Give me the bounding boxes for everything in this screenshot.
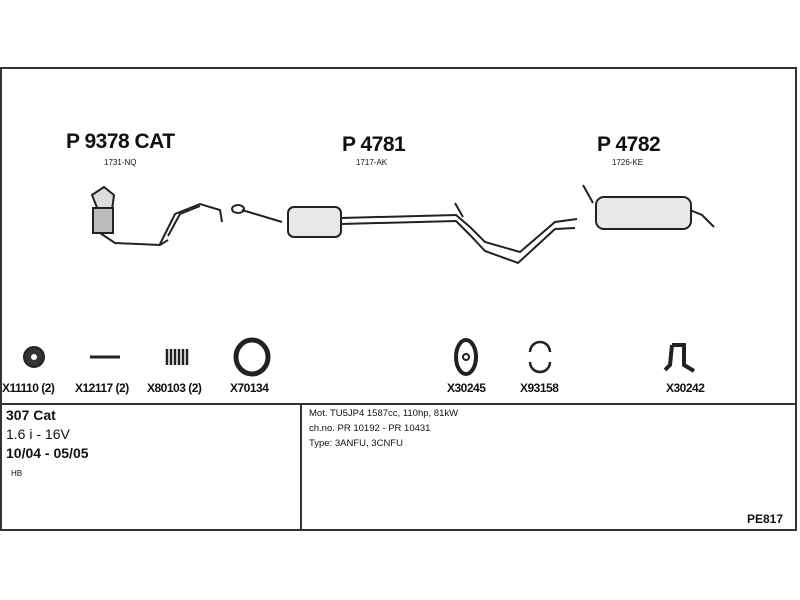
accessory-icons — [23, 337, 696, 377]
vehicle-body: HB — [11, 469, 23, 478]
vehicle-engine: 1.6 i - 16V — [6, 426, 70, 442]
part-number[interactable]: P 4782 — [597, 133, 661, 156]
accessory-label[interactable]: X30242 — [666, 381, 705, 395]
part-code: 1731-NQ — [104, 158, 137, 167]
part-number[interactable]: P 4781 — [342, 133, 406, 156]
accessory-label[interactable]: X70134 — [230, 381, 269, 395]
catalytic-converter-part[interactable] — [90, 185, 223, 247]
accessory-label[interactable]: X80103 (2) — [147, 381, 202, 395]
diagram-frame — [0, 67, 797, 531]
middle-silencer-part[interactable] — [231, 202, 578, 265]
divider — [0, 403, 797, 405]
vehicle-dates: 10/04 - 05/05 — [6, 445, 89, 461]
divider — [300, 403, 302, 531]
diagram-id: PE817 — [747, 512, 784, 526]
part-code: 1717-AK — [356, 158, 388, 167]
motor-spec: Mot. TU5JP4 1587cc, 110hp, 81kW — [309, 408, 459, 419]
accessory-label[interactable]: X93158 — [520, 381, 559, 395]
rear-silencer-part[interactable] — [582, 184, 715, 230]
type-spec: Type: 3ANFU, 3CNFU — [309, 438, 403, 449]
part-code: 1726-KE — [612, 158, 644, 167]
part-number[interactable]: P 9378 CAT — [66, 130, 175, 153]
accessory-label[interactable]: X30245 — [447, 381, 486, 395]
accessory-label[interactable]: X11110 (2) — [2, 381, 55, 395]
vehicle-model: 307 Cat — [6, 407, 56, 423]
accessory-label[interactable]: X12117 (2) — [75, 381, 129, 395]
chassis-spec: ch.no. PR 10192 - PR 10431 — [309, 423, 431, 434]
